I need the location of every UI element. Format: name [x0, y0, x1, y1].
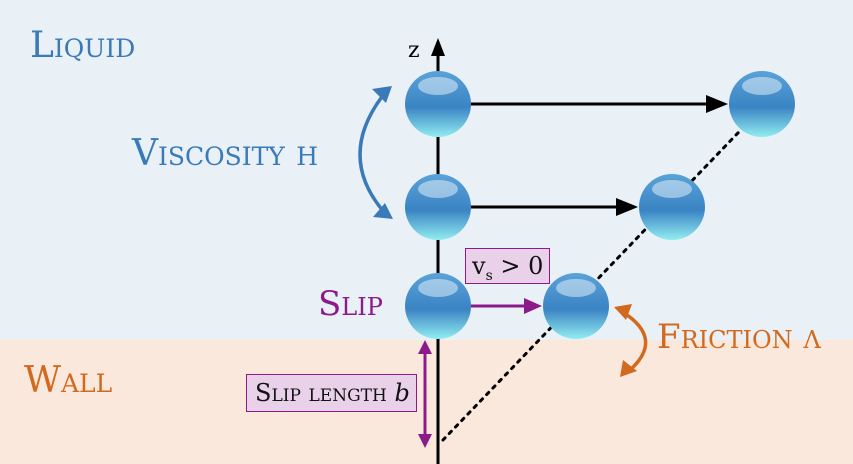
wall-label: Wall: [24, 360, 113, 401]
liquid-label: Liquid: [30, 25, 136, 66]
particle-top-displaced: [729, 71, 795, 137]
slip-velocity-box: vs > 0: [465, 248, 551, 284]
slip-velocity-symbol: v: [472, 252, 486, 280]
viscosity-curved-arrow: [358, 92, 386, 214]
friction-label: Friction λ: [657, 317, 821, 357]
friction-arrowhead-bottom: [620, 360, 637, 377]
slip-label: Slip: [318, 284, 383, 324]
particle-middle-displaced: [639, 174, 705, 240]
particle-middle-axis: [405, 174, 471, 240]
slip-velocity-subscript: s: [485, 267, 493, 284]
slip-length-arrowhead-bottom: [418, 434, 432, 448]
slip-arrowhead: [524, 298, 542, 314]
viscosity-label: Viscosity η: [132, 133, 319, 174]
viscosity-arrowhead-bottom: [373, 203, 393, 219]
z-axis-arrowhead: [431, 38, 445, 56]
slip-length-arrowhead-top: [418, 340, 432, 354]
velocity-profile-line: [441, 108, 762, 442]
slip-length-box: Slip length b: [246, 374, 417, 412]
particle-top-axis: [405, 71, 471, 137]
particle-slip-displaced: [543, 273, 609, 339]
particle-bottom-axis: [405, 273, 471, 339]
slip-length-variable: b: [394, 379, 410, 407]
slip-length-text: Slip length: [255, 379, 395, 407]
viscosity-arrowhead-top: [372, 86, 392, 103]
friction-curved-arrow: [623, 311, 648, 372]
friction-arrowhead-top: [614, 304, 632, 320]
slip-velocity-condition: > 0: [492, 252, 544, 280]
velocity-arrowhead-middle: [616, 198, 638, 216]
z-axis-label: z: [408, 38, 420, 63]
velocity-arrowhead-top: [706, 95, 728, 113]
